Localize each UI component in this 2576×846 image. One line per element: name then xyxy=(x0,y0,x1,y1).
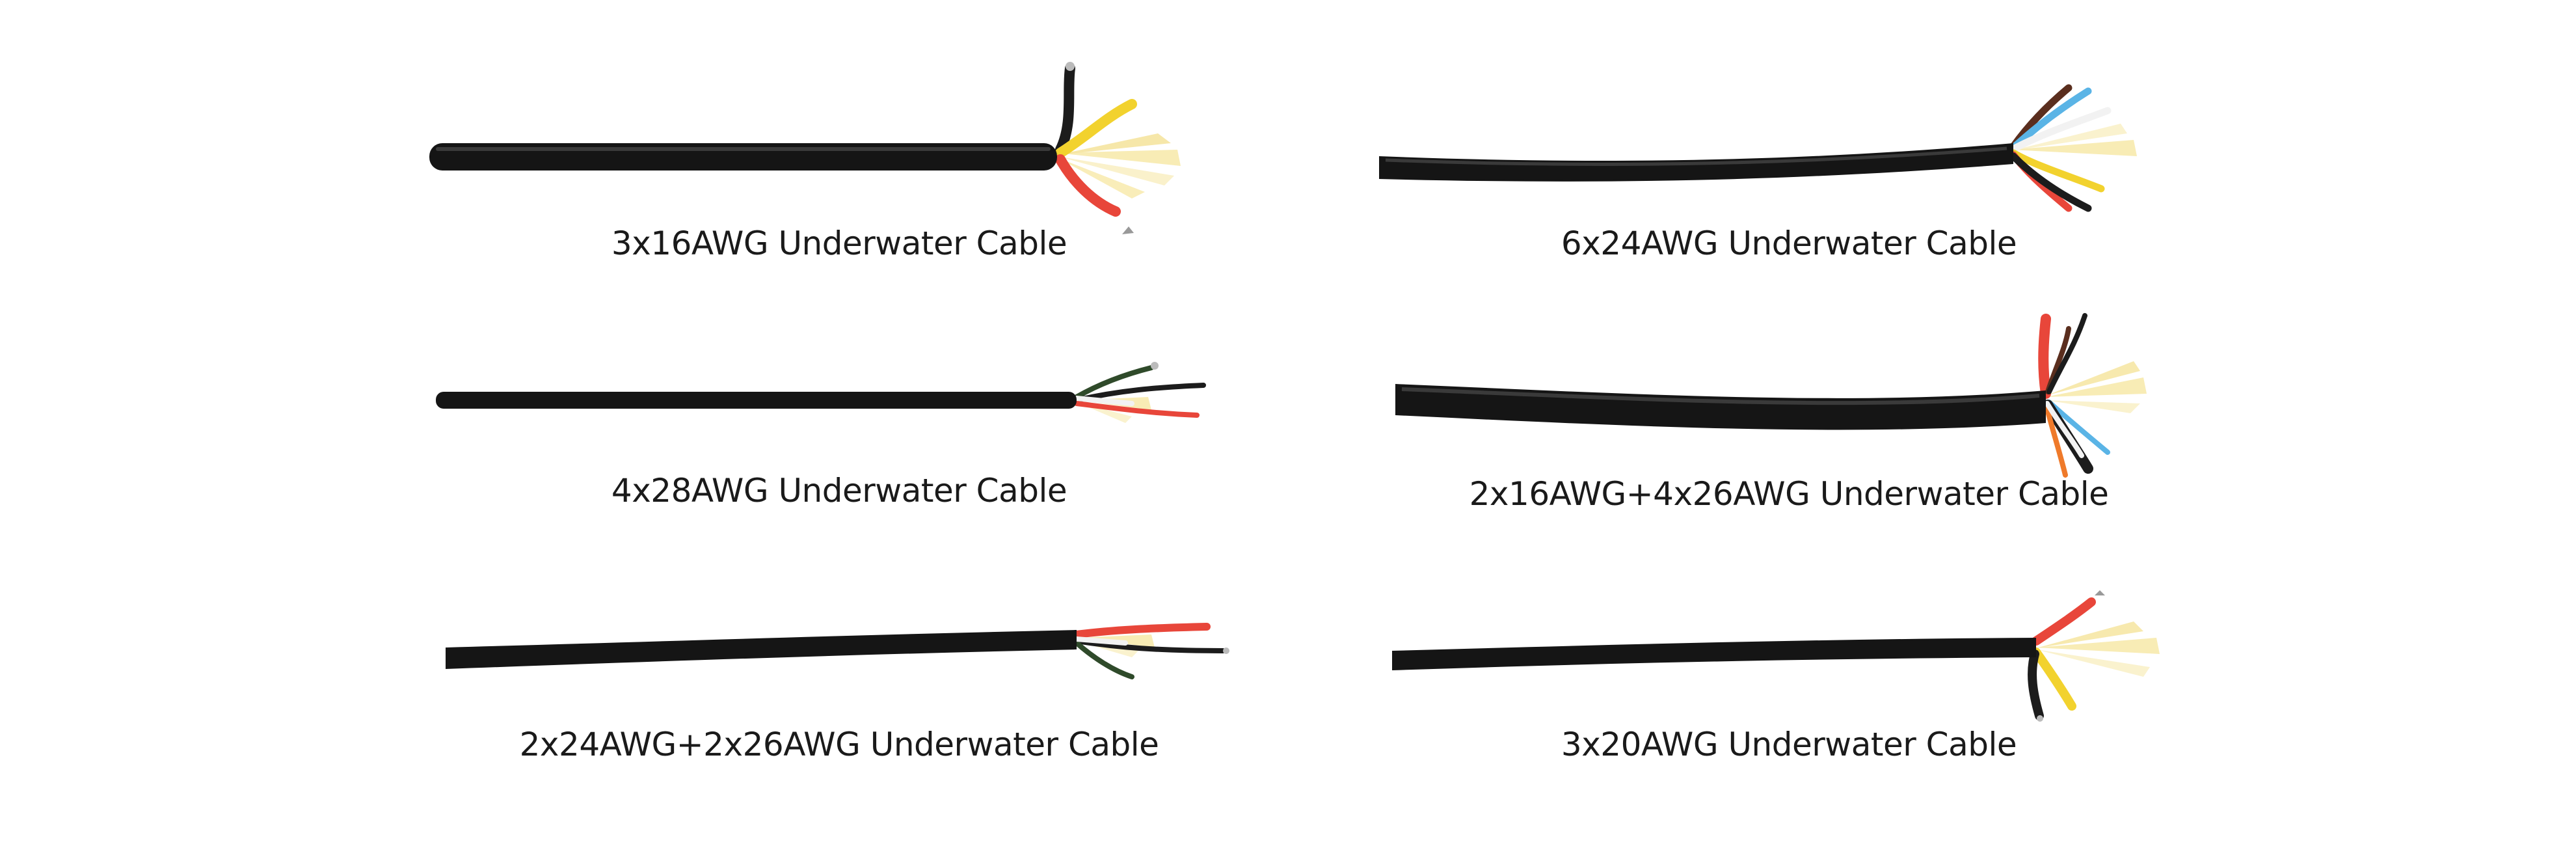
kevlar-strands xyxy=(2046,361,2147,413)
wire-tip xyxy=(1066,62,1075,71)
wire-tip xyxy=(1151,362,1159,370)
jacket-highlight xyxy=(436,147,1051,151)
yellow-wire xyxy=(2009,149,2105,193)
wire-tip xyxy=(1122,226,1134,234)
white-wire xyxy=(2009,107,2112,153)
jacket-highlight xyxy=(1385,146,2007,166)
cable-jacket xyxy=(446,630,1077,669)
wire-tip xyxy=(1223,648,1229,654)
cable-product-6x24awg: 6x24AWG Underwater Cable xyxy=(1366,52,2212,299)
black-wire xyxy=(1055,63,1075,155)
yellow-wire xyxy=(2032,648,2076,711)
kevlar-strands xyxy=(1057,133,1181,198)
white-wire xyxy=(2045,401,2084,458)
cable-jacket xyxy=(436,392,1077,409)
kevlar-strands xyxy=(2010,124,2137,156)
cable-6x24awg-image xyxy=(1379,84,2137,212)
red-wire xyxy=(1074,401,1200,418)
red-wire xyxy=(2032,597,2096,646)
cable-jacket xyxy=(1392,638,2036,670)
product-caption: 3x20AWG Underwater Cable xyxy=(1561,726,2017,763)
product-caption: 4x28AWG Underwater Cable xyxy=(611,472,1067,510)
cable-3x20awg-image xyxy=(1392,590,2160,722)
orange-wire xyxy=(2044,403,2068,478)
red-wire xyxy=(1073,623,1211,638)
cable-jacket xyxy=(1395,384,2046,430)
cable-product-2x16awg-4x26awg: 2x16AWG+4x26AWG Underwater Cable xyxy=(1366,299,2212,553)
black-wire xyxy=(2009,152,2092,212)
cable-product-3x20awg: 3x20AWG Underwater Cable xyxy=(1366,560,2212,807)
white-wire xyxy=(1074,396,1134,406)
product-caption: 2x16AWG+4x26AWG Underwater Cable xyxy=(1469,475,2109,513)
cable-product-2x24awg-2x26awg: 2x24AWG+2x26AWG Underwater Cable xyxy=(416,560,1262,807)
black-wire xyxy=(1074,383,1206,403)
white-wire xyxy=(1074,636,1128,646)
black-wire xyxy=(2028,649,2044,720)
red-wire xyxy=(2038,314,2051,399)
cable-4x28awg-image xyxy=(436,362,1206,423)
green-wire xyxy=(1074,640,1134,679)
product-caption: 6x24AWG Underwater Cable xyxy=(1561,225,2017,262)
yellow-wire xyxy=(1055,99,1137,158)
jacket-highlight xyxy=(1401,387,2040,405)
red-wire xyxy=(1055,154,1121,217)
cable-2x16awg-4x26awg-image xyxy=(1395,313,2147,478)
blue-wire xyxy=(2009,87,2092,152)
product-caption: 2x24AWG+2x26AWG Underwater Cable xyxy=(519,726,1159,763)
product-caption: 3x16AWG Underwater Cable xyxy=(611,225,1067,262)
wire-tip xyxy=(2095,590,2105,595)
black-wire xyxy=(2046,313,2087,394)
wire-tip xyxy=(2037,715,2043,722)
kevlar-strands xyxy=(2036,621,2160,677)
cable-product-4x28awg: 4x28AWG Underwater Cable xyxy=(416,306,1262,553)
cable-product-3x16awg: 3x16AWG Underwater Cable xyxy=(416,52,1262,299)
cable-3x16awg-image xyxy=(429,62,1181,234)
cable-2x24awg-2x26awg-image xyxy=(446,623,1229,679)
green-wire xyxy=(1074,365,1154,400)
black-wire xyxy=(1074,638,1226,653)
